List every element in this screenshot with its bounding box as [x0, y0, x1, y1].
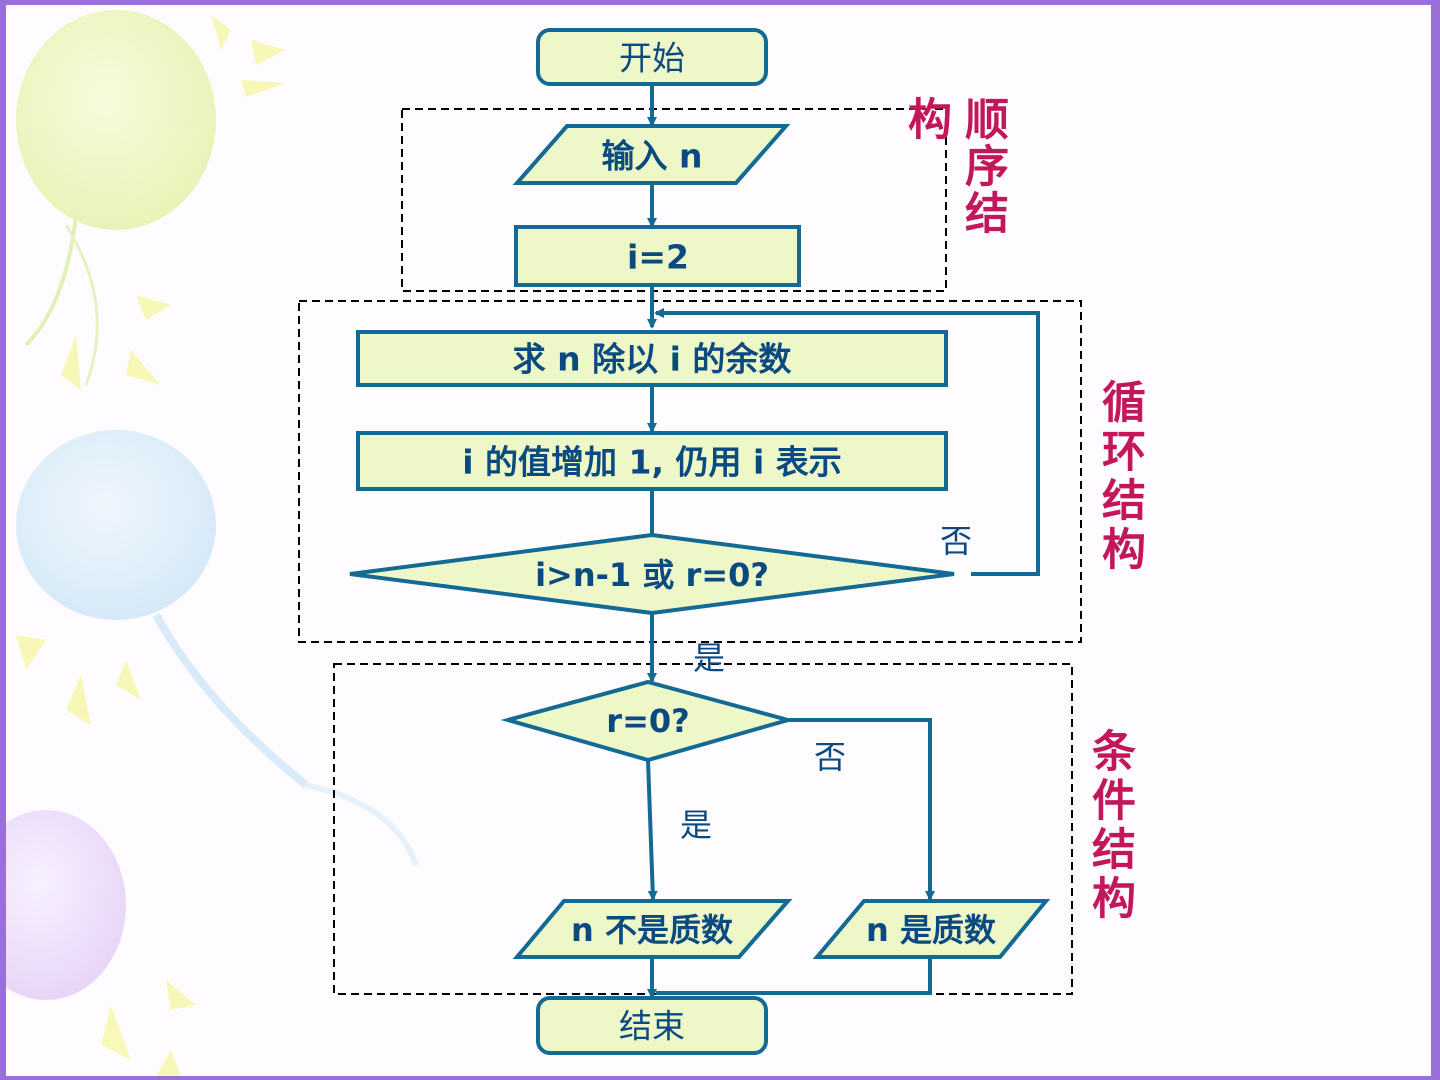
loop-yes-label: 是	[693, 639, 725, 677]
end-node	[536, 996, 768, 1055]
check-no-label: 否	[814, 738, 846, 776]
balloon-blue-icon	[16, 430, 216, 620]
check-r-node	[500, 679, 796, 763]
balloon-purple-icon	[6, 810, 126, 1000]
increment-label: i 的值增加 1, 仍用 i 表示	[462, 443, 842, 482]
increment-node	[356, 431, 948, 491]
sequence-label-char: 构	[908, 95, 952, 146]
remainder-node	[356, 330, 948, 387]
condition-label-char: 结	[1092, 825, 1136, 876]
start-label: 开始	[619, 39, 685, 78]
not-prime-node	[512, 899, 793, 959]
condition-label-char: 件	[1092, 776, 1136, 827]
loop-condition-label: i>n-1 或 r=0?	[535, 556, 769, 594]
init-i-label: i=2	[627, 238, 689, 277]
check-r-label: r=0?	[606, 702, 689, 740]
loop-no-label: 否	[940, 522, 972, 560]
input-n-node	[512, 124, 791, 185]
loop-label-char: 循	[1102, 378, 1146, 429]
check-yes-label: 是	[680, 806, 712, 844]
not-prime-label: n 不是质数	[571, 911, 734, 949]
balloon-yellow-icon	[16, 10, 216, 230]
input-n-label: 输入 n	[602, 137, 703, 176]
loop-label-char: 构	[1102, 525, 1146, 576]
connectors	[646, 84, 1040, 999]
loop-condition-node	[349, 532, 955, 616]
prime-node	[812, 899, 1051, 959]
end-label: 结束	[619, 1007, 685, 1046]
condition-label-char: 条	[1092, 727, 1136, 778]
edge-prime-end	[656, 957, 932, 995]
sequence-label-char: 结	[965, 189, 1009, 240]
init-i-node	[514, 225, 801, 287]
flowchart-diagram: 开始 输入 n i=2 求 n 除以 i 的余数 i 的值增加 1, 仍用 i …	[6, 10, 1146, 1076]
start-node	[536, 28, 768, 86]
remainder-label: 求 n 除以 i 的余数	[513, 340, 793, 379]
edge-check-notprime	[646, 759, 658, 901]
loop-label-char: 环	[1102, 427, 1146, 478]
loop-structure-box	[298, 300, 1082, 643]
condition-label-char: 构	[1092, 874, 1136, 925]
sequence-label-char: 序	[965, 142, 1009, 193]
edge-check-prime	[788, 718, 935, 901]
prime-label: n 是质数	[866, 911, 997, 949]
edge-loop-back	[654, 308, 1040, 576]
loop-label-char: 结	[1102, 476, 1146, 527]
background-decoration	[6, 10, 419, 1076]
sequence-label-char: 顺	[965, 95, 1009, 146]
